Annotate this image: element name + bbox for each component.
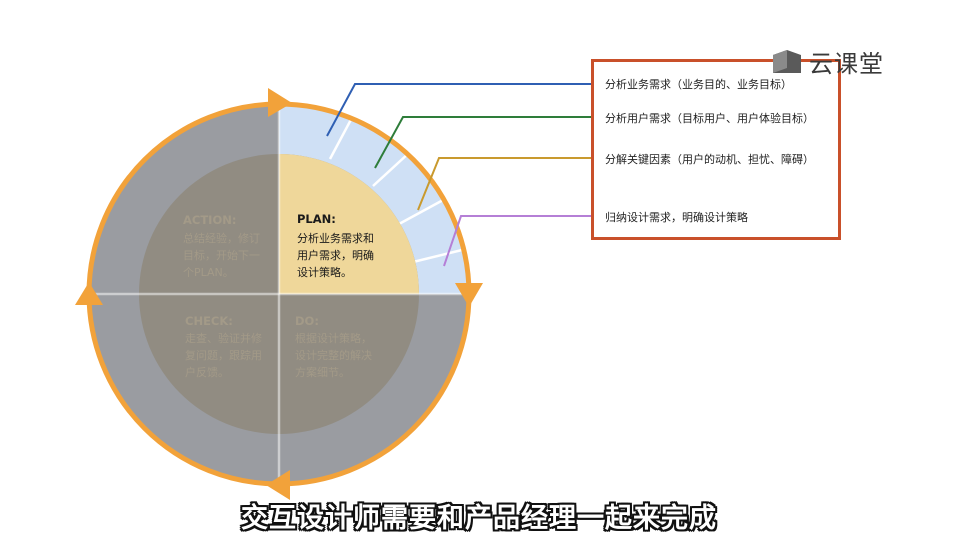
check-line-1: 走查、验证并修 [185,331,262,345]
note-design-strategy: 归纳设计需求，明确设计策略 [605,211,748,224]
video-subtitle: 交互设计师需要和产品经理一起来完成 [241,503,717,534]
action-line-2: 目标，开始下一 [183,248,260,262]
arrow-right [455,283,483,307]
plan-quadrant [279,154,419,294]
arrow-top [268,88,292,117]
connector-business [326,83,591,137]
do-line-3: 方案细节。 [295,365,350,379]
do-line-2: 设计完整的解决 [295,348,372,362]
do-line-1: 根据设计策略， [295,331,372,345]
action-line-1: 总结经验，修订 [183,231,260,245]
arrow-bottom [266,470,290,500]
plan-line-3: 设计策略。 [297,265,352,279]
check-line-2: 复问题，跟踪用 [185,348,262,362]
quadrant-dividers [89,104,469,484]
logo-text: 云课堂 [809,49,884,78]
arrow-left [75,282,103,305]
logo: 云课堂 [771,46,884,78]
plan-line-2: 用户需求，明确 [297,248,374,262]
note-business-needs: 分析业务需求（业务目的、业务目标） [605,78,792,91]
action-line-3: 个PLAN。 [183,266,234,279]
check-line-3: 户反馈。 [185,365,229,379]
notes-box [591,59,841,240]
plan-line-1: 分析业务需求和 [297,231,374,245]
note-key-factors: 分解关键因素（用户的动机、担忧、障碍） [605,153,814,166]
do-title: DO: [295,314,319,328]
plan-title: PLAN: [297,212,336,226]
action-title: ACTION: [183,213,236,227]
cloud-classroom-logo-icon [773,50,801,73]
connector-user [374,116,591,169]
note-user-needs: 分析用户需求（目标用户、用户体验目标） [605,112,814,125]
check-title: CHECK: [185,314,233,328]
connector-factors [417,157,591,211]
connector-strategy [443,215,591,267]
